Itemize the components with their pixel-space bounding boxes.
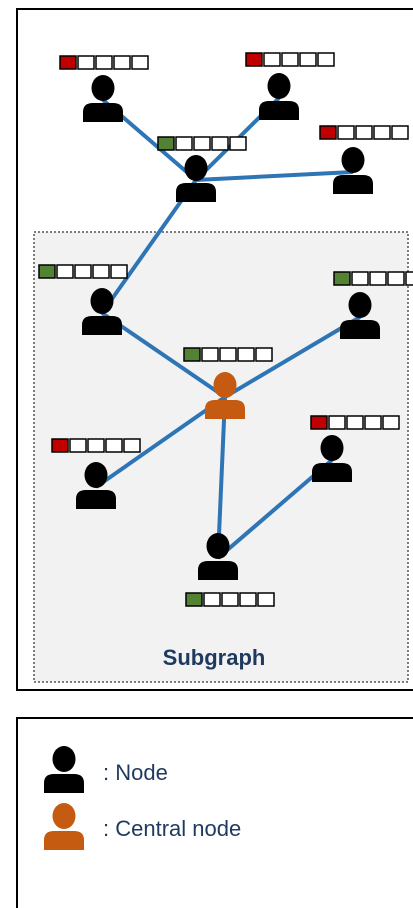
node-feature-bar (333, 271, 413, 286)
nodes-layer (38, 52, 413, 607)
legend-node-icon (44, 746, 84, 793)
subgraph-label: Subgraph (163, 645, 266, 670)
node-icon (312, 435, 352, 482)
node-icon (76, 462, 116, 509)
node-feature-bar (319, 125, 409, 140)
legend-frame (16, 717, 413, 908)
edge-c-n10 (216, 396, 227, 559)
edge-c-n6 (223, 315, 362, 399)
legend-central-node-icon (44, 803, 84, 850)
legend-central-label: : Central node (103, 816, 241, 841)
node-feature-bar (59, 55, 149, 70)
node-icon (83, 75, 123, 122)
node-feature-bar (51, 438, 141, 453)
node-feature-bar (185, 592, 275, 607)
edge-n3-n5 (100, 178, 198, 315)
node-icon (340, 292, 380, 339)
legend-node-label: : Node (103, 760, 168, 785)
edge-n3-n4 (195, 170, 354, 182)
node-feature-bar (183, 347, 273, 362)
node-feature-bar (310, 415, 400, 430)
central-node-icon (205, 372, 245, 419)
node-icon (82, 288, 122, 335)
edge-n5-c (100, 311, 227, 399)
node-icon (198, 533, 238, 580)
node-icon (259, 73, 299, 120)
person-icon-orange (44, 803, 84, 850)
node-feature-bar (157, 136, 247, 151)
node-feature-bar (38, 264, 128, 279)
node-icon (333, 147, 373, 194)
person-icon (44, 746, 84, 793)
node-icon (176, 155, 216, 202)
edge-c-n8 (94, 395, 227, 489)
node-feature-bar (245, 52, 335, 67)
